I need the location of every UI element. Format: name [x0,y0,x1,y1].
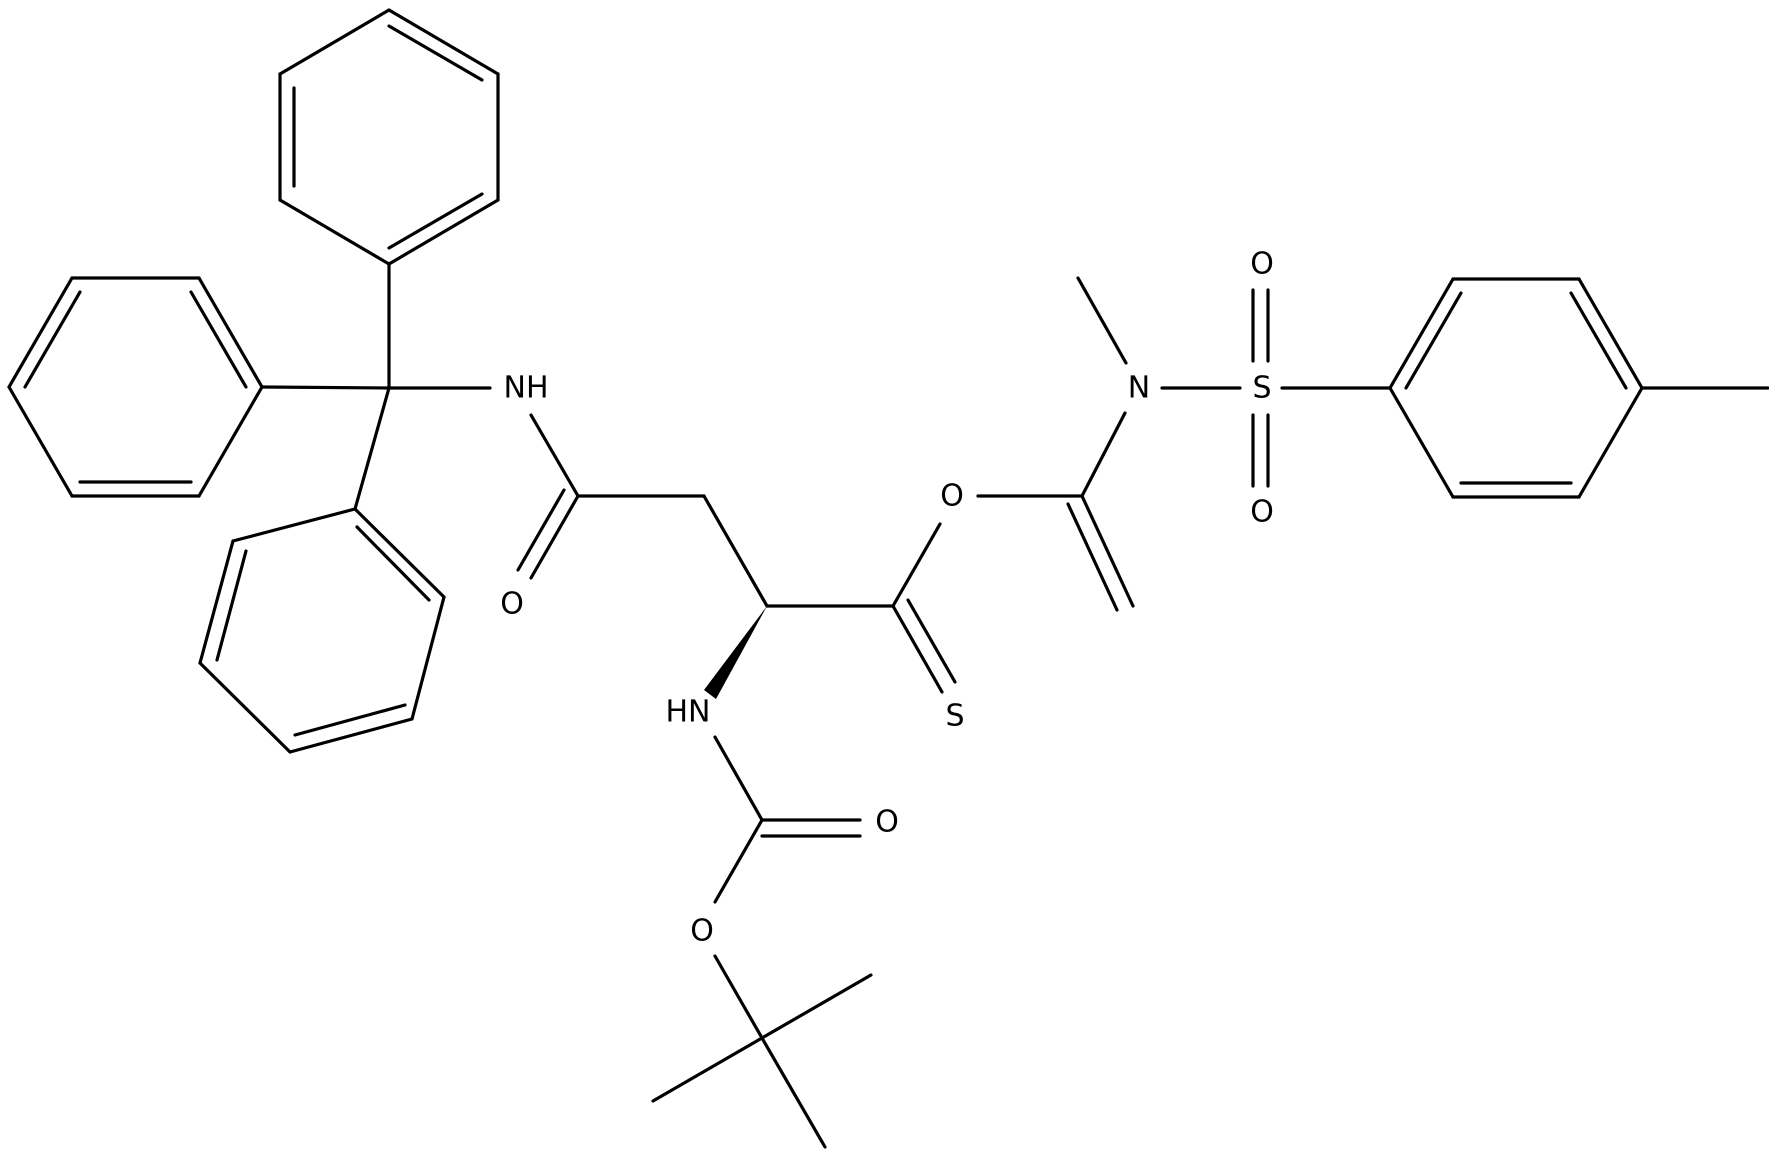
trityl-central-bonds [260,262,492,511]
trityl-phenyl-ring-left [7,276,264,498]
atom-label-s-sulfonyl: S [1252,371,1271,406]
atom-label-o-ester: O [940,479,964,514]
atom-label-nh-trityl: NH [504,371,549,406]
atom-label-o-sulfonyl-bottom: O [1250,495,1274,530]
boc-group-bonds [651,735,873,1149]
atom-label-s-thione: S [945,699,964,734]
atom-label-n-sulfonamide: N [1128,371,1150,406]
trityl-phenyl-ring-bottom [198,507,446,754]
vinyl-sulfonamide-bonds [1066,276,1392,612]
atom-label-hn-boc: HN [666,695,711,730]
stereo-wedge-bond [704,606,767,699]
tolyl-ring [1388,277,1769,499]
atom-label-o-amide: O [500,587,524,622]
atom-label-o-carbonyl: O [875,805,899,840]
atom-label-o-boc: O [690,914,714,949]
backbone-bonds [516,413,1084,694]
trityl-phenyl-ring-top [278,8,500,266]
atom-label-o-sulfonyl-top: O [1250,247,1274,282]
